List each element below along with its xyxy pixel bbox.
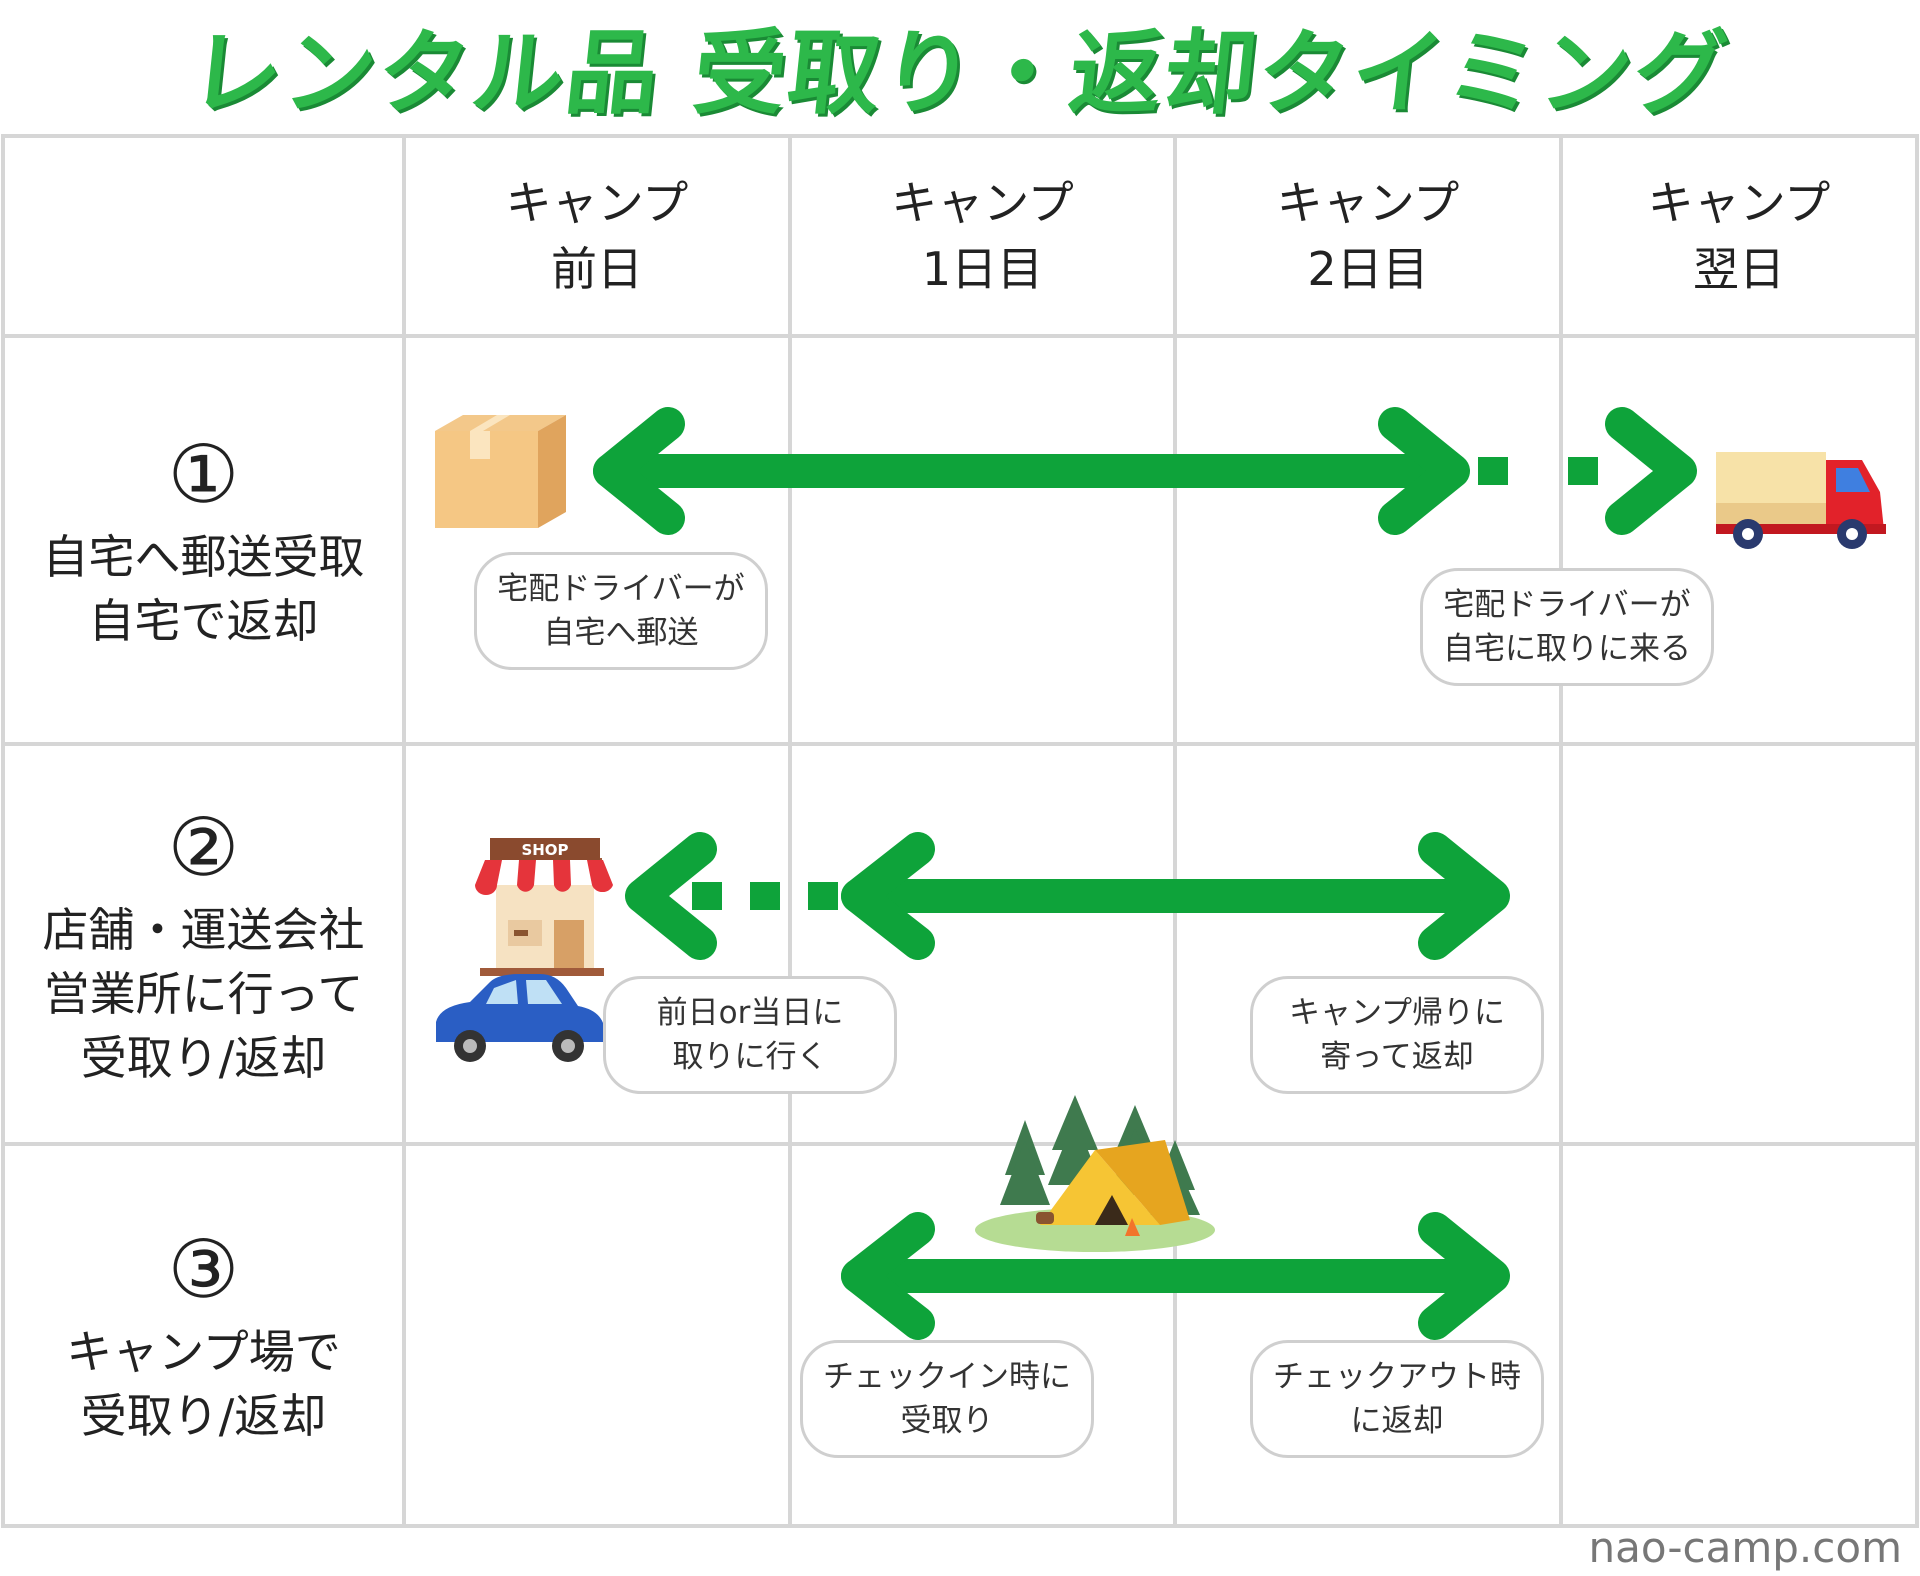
note-return-at-checkout: チェックアウト時 に返却: [1250, 1340, 1544, 1458]
note-pickup-at-checkin: チェックイン時に 受取り: [800, 1340, 1094, 1458]
row-label-campsite: ③ キャンプ場で 受取り/返却: [3, 1220, 404, 1448]
row3-arrows: [841, 1212, 1510, 1340]
row1-dotted-segment: [1478, 457, 1598, 485]
note-driver-delivers: 宅配ドライバーが 自宅へ郵送: [474, 552, 768, 670]
site-credit: nao-camp.com: [1588, 1523, 1902, 1572]
column-header-day-2: キャンプ 2日目: [1276, 176, 1460, 296]
row2-arrows: [625, 832, 1510, 960]
row-label-text: 店舗・運送会社 営業所に行って 受取り/返却: [42, 903, 365, 1085]
table-grid-lines: [1, 134, 1919, 1528]
row-label-home-delivery: ① 自宅へ郵送受取 自宅で返却: [3, 425, 404, 653]
column-header-day-before: キャンプ 前日: [505, 176, 689, 296]
delivery-truck-icon: [1716, 452, 1886, 549]
row1-arrows: [593, 407, 1697, 535]
note-pickup-day-before-or-same-day: 前日or当日に 取りに行く: [603, 976, 897, 1094]
row-number: ②: [167, 801, 240, 894]
cardboard-box-icon: [435, 415, 566, 528]
row-label-text: キャンプ場で 受取り/返却: [66, 1325, 341, 1443]
shop-sign: SHOP: [521, 841, 568, 859]
car-icon: [436, 974, 604, 1062]
shop-icon: SHOP: [475, 838, 613, 976]
column-header-day-after: キャンプ 翌日: [1647, 176, 1831, 296]
row-number: ①: [167, 428, 240, 521]
column-header-day-1: キャンプ 1日目: [891, 176, 1074, 296]
note-return-on-way-home: キャンプ帰りに 寄って返却: [1250, 976, 1544, 1094]
row-label-store-pickup: ② 店舗・運送会社 営業所に行って 受取り/返却: [3, 798, 404, 1090]
row-label-text: 自宅へ郵送受取 自宅で返却: [42, 530, 365, 648]
note-driver-collects: 宅配ドライバーが 自宅に取りに来る: [1420, 568, 1714, 686]
row-number: ③: [167, 1223, 240, 1316]
tent-campsite-icon: [975, 1095, 1215, 1252]
row2-dotted-segment: [692, 882, 838, 910]
